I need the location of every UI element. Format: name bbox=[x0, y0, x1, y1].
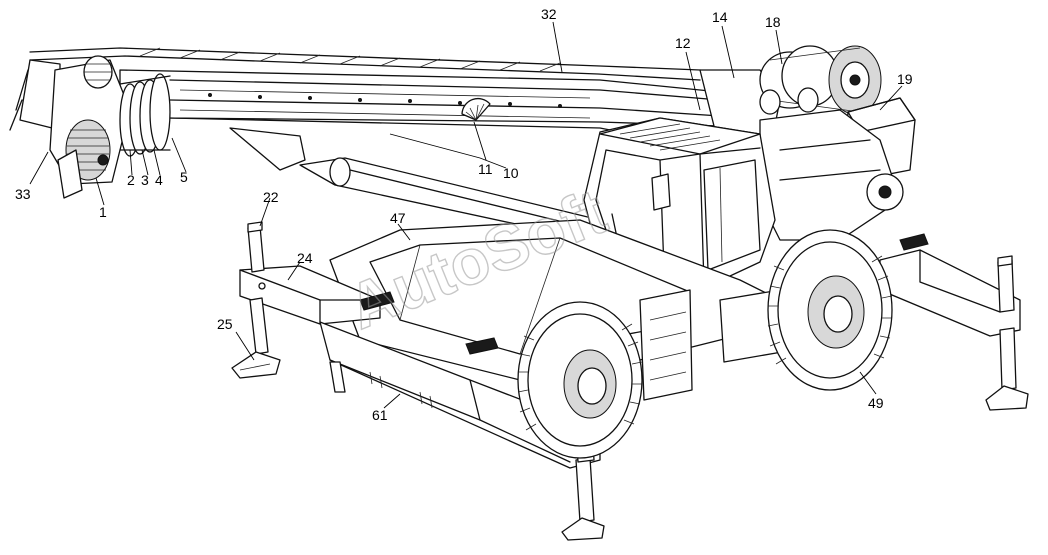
callout-49: 49 bbox=[868, 395, 884, 411]
boom-head bbox=[9, 55, 171, 199]
callout-10: 10 bbox=[503, 165, 519, 181]
callout-24: 24 bbox=[297, 250, 313, 266]
callout-4: 4 bbox=[155, 172, 163, 188]
callout-22: 22 bbox=[263, 189, 279, 205]
callout-leaders bbox=[29, 21, 903, 409]
rear-wheel bbox=[767, 229, 893, 391]
callout-11: 11 bbox=[478, 161, 493, 177]
callout-25: 25 bbox=[217, 316, 233, 332]
callout-33: 33 bbox=[15, 186, 31, 202]
callout-12: 12 bbox=[675, 35, 691, 51]
callout-5: 5 bbox=[180, 169, 188, 185]
callout-2: 2 bbox=[127, 172, 135, 188]
callout-18: 18 bbox=[765, 14, 781, 30]
luffing-cylinder bbox=[229, 127, 601, 241]
telescopic-boom bbox=[29, 47, 761, 141]
callout-47: 47 bbox=[390, 210, 406, 226]
callout-61: 61 bbox=[372, 407, 388, 423]
callout-19: 19 bbox=[897, 71, 913, 87]
callout-1: 1 bbox=[99, 204, 107, 220]
callout-3: 3 bbox=[141, 172, 149, 188]
carrier-chassis bbox=[231, 219, 1029, 541]
callout-labels: 1 2 3 4 5 10 11 12 14 18 19 22 24 25 32 … bbox=[15, 6, 913, 423]
callout-32: 32 bbox=[541, 6, 557, 22]
front-wheel bbox=[517, 301, 643, 459]
callout-14: 14 bbox=[712, 9, 728, 25]
